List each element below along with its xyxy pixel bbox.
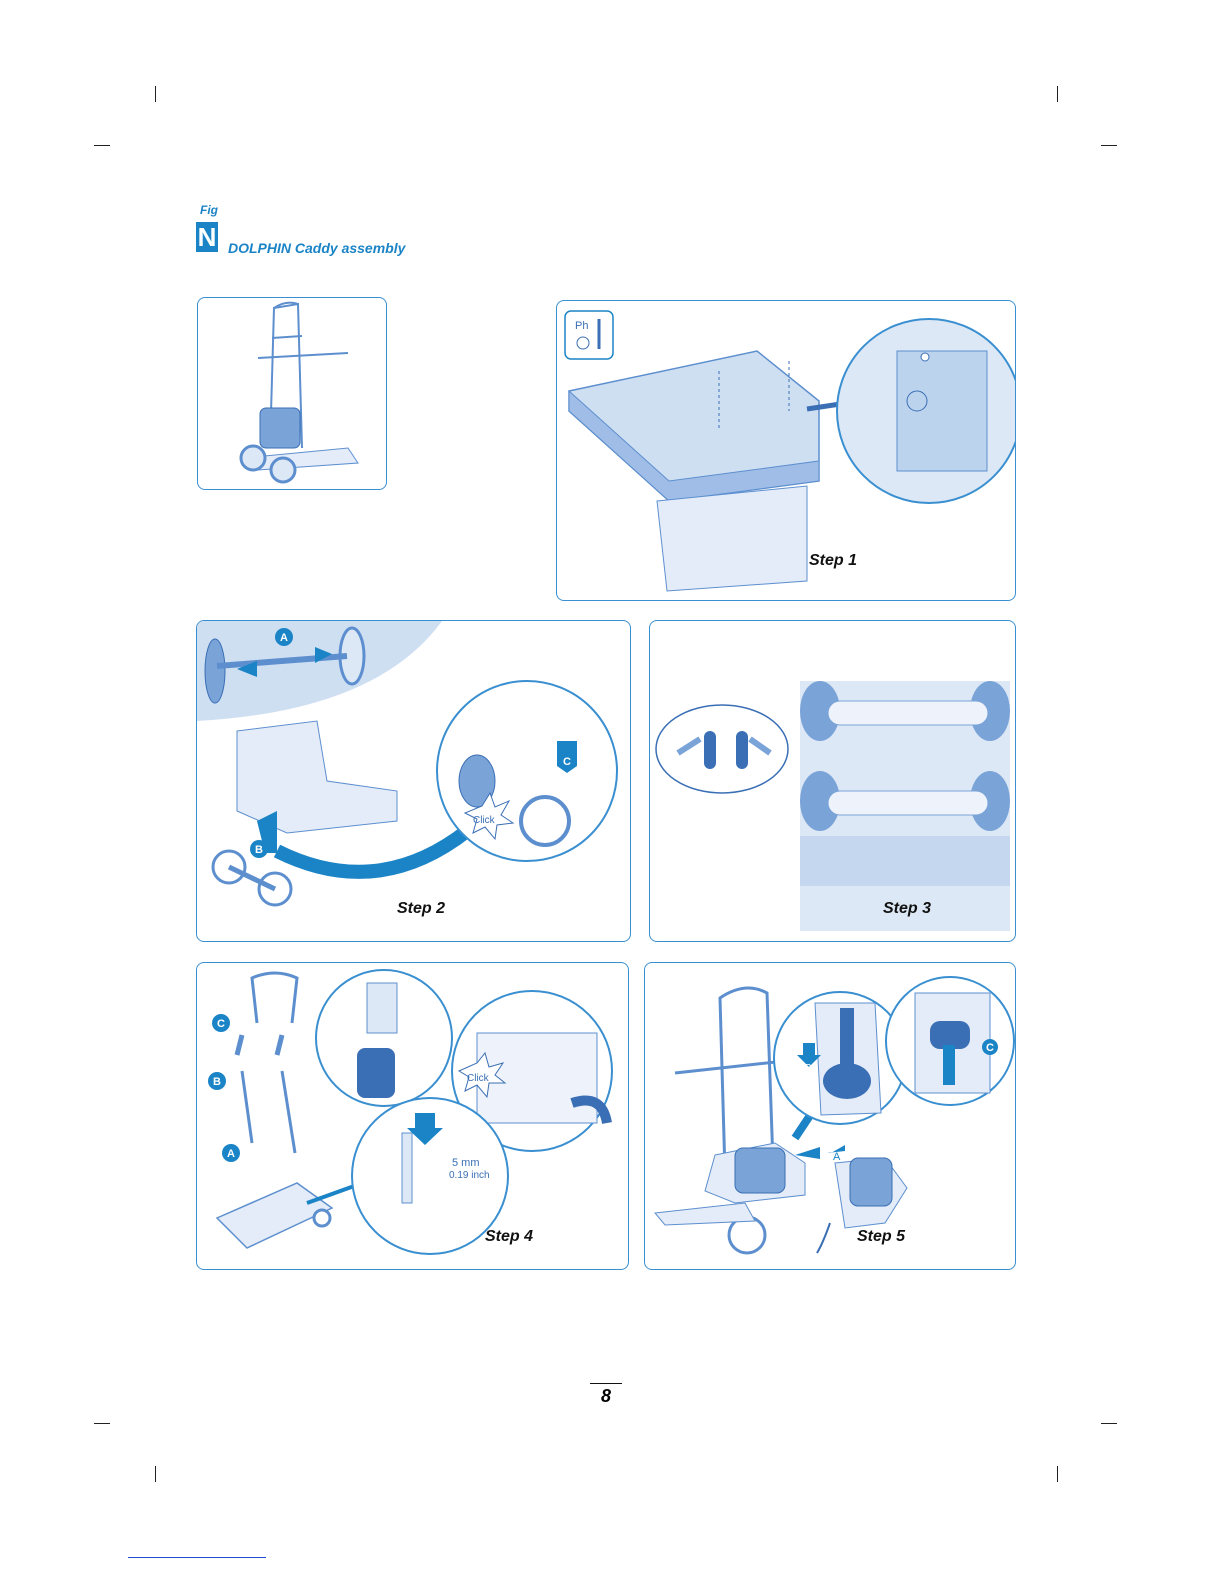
crop-mark-bottom-right-h xyxy=(1101,1423,1117,1424)
step4-panel: C B A Click 5 mm 0.19 inch Step 4 xyxy=(196,962,629,1270)
svg-text:B: B xyxy=(255,844,263,856)
crop-mark-top-left-v xyxy=(155,86,156,102)
figure-letter-badge: N xyxy=(196,222,218,252)
svg-text:B: B xyxy=(213,1076,221,1088)
assembled-caddy-illustration xyxy=(198,298,387,490)
page-number: 8 xyxy=(590,1383,622,1407)
crop-mark-top-left-h xyxy=(94,145,110,146)
step1-label: Step 1 xyxy=(809,552,857,570)
crop-mark-bottom-left-h xyxy=(94,1423,110,1424)
step4-label: Step 4 xyxy=(485,1228,533,1246)
step5-illustration: A B C xyxy=(645,963,1016,1270)
step2-label: Step 2 xyxy=(397,900,445,918)
svg-text:0.19 inch: 0.19 inch xyxy=(449,1170,490,1181)
step4-illustration: C B A Click 5 mm 0.19 inch xyxy=(197,963,629,1270)
svg-text:A: A xyxy=(280,632,288,644)
crop-mark-bottom-left-v xyxy=(155,1466,156,1482)
svg-text:C: C xyxy=(986,1042,994,1054)
svg-text:B: B xyxy=(805,1063,812,1074)
svg-text:5 mm: 5 mm xyxy=(452,1157,480,1169)
svg-text:C: C xyxy=(217,1018,225,1030)
overview-panel xyxy=(197,297,387,490)
footer-link-line xyxy=(128,1557,266,1558)
svg-text:C: C xyxy=(563,756,571,768)
step3-illustration xyxy=(650,621,1016,942)
screwdriver-badge xyxy=(565,311,613,359)
step5-panel: A B C Step 5 xyxy=(644,962,1016,1270)
figure-label: Fig xyxy=(200,203,218,217)
crop-mark-top-right-h xyxy=(1101,145,1117,146)
svg-text:Click: Click xyxy=(473,815,496,826)
svg-text:A: A xyxy=(833,1151,841,1163)
step3-label: Step 3 xyxy=(883,900,931,918)
crop-mark-bottom-right-v xyxy=(1057,1466,1058,1482)
figure-title: DOLPHIN Caddy assembly xyxy=(228,240,405,256)
crop-mark-top-right-v xyxy=(1057,86,1058,102)
tool-badge-label: Ph xyxy=(575,320,588,332)
step3-panel: Step 3 xyxy=(649,620,1016,942)
step5-label: Step 5 xyxy=(857,1228,905,1246)
svg-text:Click: Click xyxy=(467,1073,490,1084)
step1-panel: Ph Step 1 xyxy=(556,300,1016,601)
step1-illustration: Ph xyxy=(557,301,1016,601)
svg-text:A: A xyxy=(227,1148,235,1160)
step2-illustration: A B C Click xyxy=(197,621,631,942)
step2-panel: A B C Click Step 2 xyxy=(196,620,631,942)
